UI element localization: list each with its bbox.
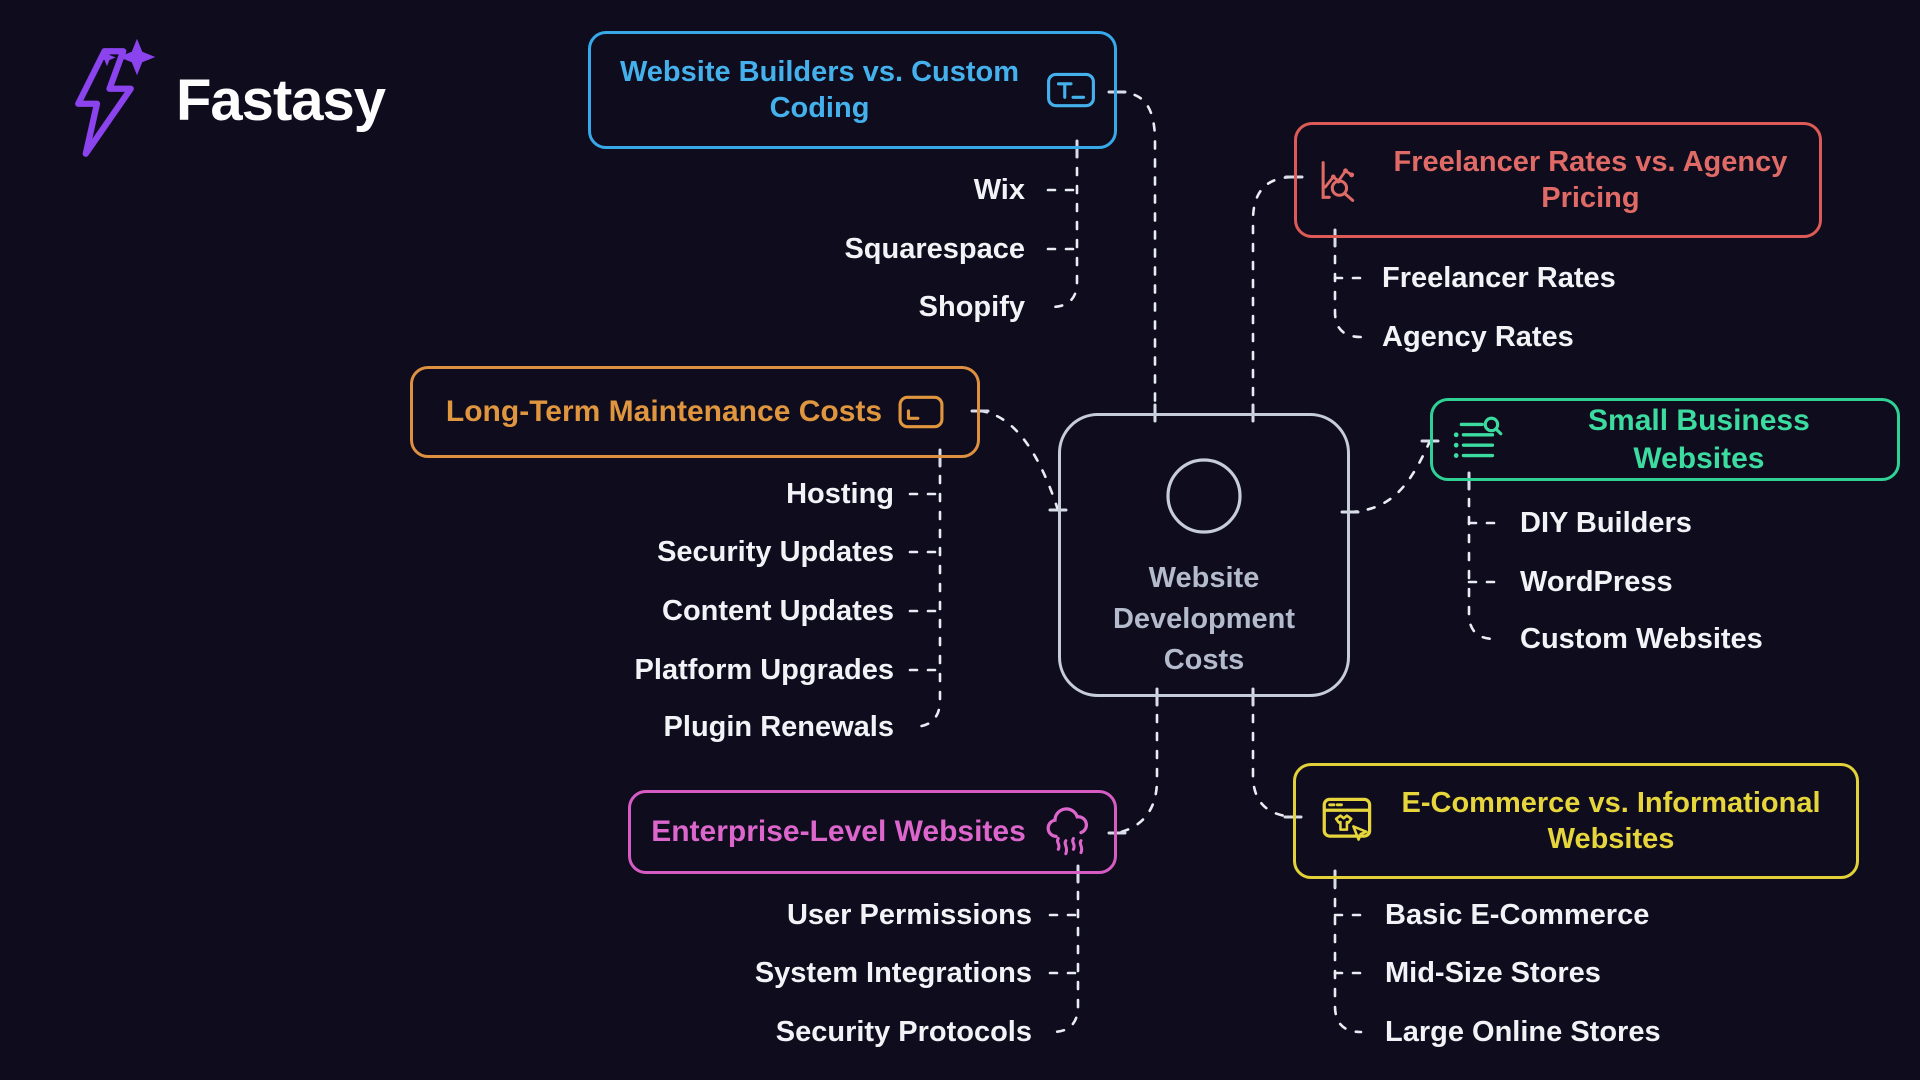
- center-node-label: Website Development Costs: [1112, 562, 1296, 676]
- branch-enterprise-websites[interactable]: Enterprise-Level Websites: [628, 790, 1117, 874]
- lightning-bolt-icon: [75, 38, 156, 157]
- child-label-basic-ecommerce[interactable]: Basic E-Commerce: [1385, 899, 1650, 931]
- child-label-mid-size-stores[interactable]: Mid-Size Stores: [1385, 957, 1601, 989]
- child-label-agency-rates[interactable]: Agency Rates: [1382, 321, 1574, 353]
- shop-browser-icon: [1322, 797, 1372, 841]
- circle-icon: [1166, 458, 1242, 534]
- branch-freelancer-vs-agency[interactable]: Freelancer Rates vs. Agency Pricing: [1294, 122, 1822, 238]
- child-label-wordpress[interactable]: WordPress: [1520, 566, 1673, 598]
- branch-small-business[interactable]: Small Business Websites: [1430, 398, 1900, 481]
- cloud-stream-icon: [1046, 807, 1088, 856]
- branch-title: Small Business Websites: [1588, 404, 1810, 475]
- brand-name: Fastasy: [176, 67, 386, 133]
- list-search-icon: [1453, 416, 1503, 458]
- branch-title: Long-Term Maintenance Costs: [445, 395, 883, 429]
- child-label-security-updates[interactable]: Security Updates: [657, 536, 894, 568]
- button-card-icon: [898, 395, 944, 429]
- child-label-freelancer-rates[interactable]: Freelancer Rates: [1382, 262, 1616, 294]
- child-label-platform-upgrades[interactable]: Platform Upgrades: [634, 654, 894, 686]
- input-field-icon: [1046, 72, 1095, 108]
- child-label-system-integrations[interactable]: System Integrations: [754, 957, 1032, 989]
- branch-title: Website Builders vs. Custom Coding: [619, 55, 1020, 124]
- branch-title: Enterprise-Level Websites: [651, 815, 1026, 849]
- branch-title: E-Commerce vs. Informational Websites: [1401, 786, 1821, 855]
- child-label-content-updates[interactable]: Content Updates: [662, 595, 894, 627]
- small-star-icon: [98, 48, 116, 67]
- child-label-large-online-stores[interactable]: Large Online Stores: [1385, 1016, 1661, 1048]
- branch-ecommerce-vs-info[interactable]: E-Commerce vs. Informational Websites: [1293, 763, 1859, 879]
- branch-maintenance-costs[interactable]: Long-Term Maintenance Costs: [410, 366, 980, 458]
- child-label-plugin-renewals[interactable]: Plugin Renewals: [663, 711, 894, 743]
- child-label-custom-websites[interactable]: Custom Websites: [1520, 623, 1763, 655]
- brand-logo: Fastasy: [62, 36, 386, 164]
- child-label-wix[interactable]: Wix: [973, 174, 1025, 206]
- center-node[interactable]: Website Development Costs: [1058, 413, 1350, 697]
- child-label-user-permissions[interactable]: User Permissions: [786, 899, 1032, 931]
- star-icon: [118, 38, 156, 76]
- branch-title: Freelancer Rates vs. Agency Pricing: [1393, 145, 1788, 214]
- child-label-squarespace[interactable]: Squarespace: [844, 233, 1025, 265]
- child-label-shopify[interactable]: Shopify: [918, 291, 1025, 323]
- chart-search-icon: [1321, 161, 1355, 202]
- child-label-security-protocols[interactable]: Security Protocols: [775, 1016, 1032, 1048]
- branch-website-builders[interactable]: Website Builders vs. Custom Coding: [588, 31, 1117, 149]
- child-label-diy-builders[interactable]: DIY Builders: [1520, 507, 1692, 539]
- child-label-hosting[interactable]: Hosting: [786, 478, 894, 510]
